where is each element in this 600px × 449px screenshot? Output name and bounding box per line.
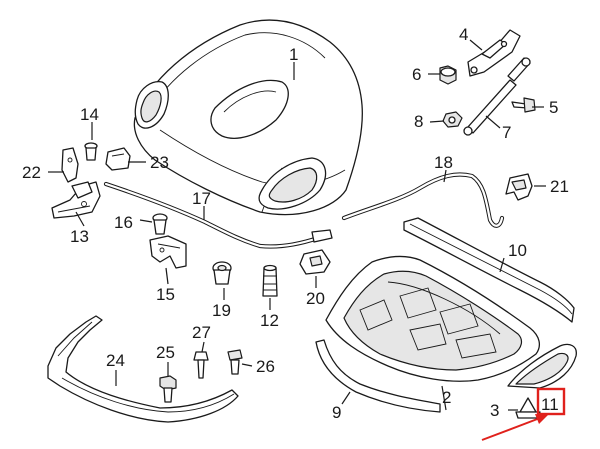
highlight-box xyxy=(536,387,566,416)
callout-9: 9 xyxy=(332,403,341,422)
highlight-arrowhead xyxy=(535,414,548,424)
callout-21: 21 xyxy=(550,177,569,196)
hood-gas-strut[interactable] xyxy=(463,57,531,136)
callout-6: 6 xyxy=(412,65,421,84)
grommet-19[interactable] xyxy=(212,261,232,285)
highlight-arrow xyxy=(481,417,541,441)
seal-strip-9[interactable] xyxy=(315,339,441,413)
callout-23: 23 xyxy=(150,153,169,172)
callout-27: 27 xyxy=(192,323,211,342)
bracket-21[interactable] xyxy=(505,173,533,201)
callout-1: 1 xyxy=(289,45,298,64)
callout-5: 5 xyxy=(549,98,558,117)
callout-labels: 1 2 3 4 5 6 7 8 9 10 11 12 13 14 15 16 1… xyxy=(22,25,569,422)
cable-18[interactable] xyxy=(341,172,505,228)
buffer-12[interactable] xyxy=(262,264,278,297)
callout-26: 26 xyxy=(256,357,275,376)
clip-20[interactable] xyxy=(299,249,331,275)
callout-16: 16 xyxy=(114,213,133,232)
screw-26[interactable] xyxy=(227,349,243,375)
highlight-callout-11 xyxy=(481,387,566,441)
hood-hinge[interactable] xyxy=(467,29,521,77)
strut-nut[interactable] xyxy=(442,111,463,128)
callout-24: 24 xyxy=(106,351,125,370)
bolt-25[interactable] xyxy=(159,375,177,403)
pin-16[interactable] xyxy=(152,213,168,235)
callout-25: 25 xyxy=(156,343,175,362)
callout-17: 17 xyxy=(192,189,211,208)
hinge-bolt[interactable] xyxy=(439,65,457,85)
leader-lines xyxy=(48,39,546,411)
callout-7: 7 xyxy=(502,123,511,142)
hood-latch[interactable] xyxy=(51,181,101,219)
callout-2: 2 xyxy=(442,388,451,407)
callout-13: 13 xyxy=(70,227,89,246)
release-cable[interactable] xyxy=(103,181,333,249)
side-panel-11[interactable] xyxy=(507,343,577,389)
hood-panel[interactable] xyxy=(133,19,363,216)
weatherstrip-10[interactable] xyxy=(403,217,575,323)
callout-22: 22 xyxy=(22,163,41,182)
screw-14[interactable] xyxy=(84,142,98,161)
callout-3: 3 xyxy=(490,401,499,420)
callout-11: 11 xyxy=(541,395,559,414)
clip-27[interactable] xyxy=(193,351,209,379)
callout-14: 14 xyxy=(80,105,99,124)
bracket-15[interactable] xyxy=(149,235,187,269)
hood-insulation[interactable] xyxy=(325,255,541,382)
callout-20: 20 xyxy=(306,289,325,308)
callout-12: 12 xyxy=(260,311,279,330)
callout-10: 10 xyxy=(508,241,527,260)
callout-18: 18 xyxy=(434,153,453,172)
bumper-23[interactable] xyxy=(105,147,131,171)
callout-15: 15 xyxy=(156,285,175,304)
clip-22[interactable] xyxy=(61,147,79,183)
callout-8: 8 xyxy=(414,112,423,131)
strut-bolt[interactable] xyxy=(511,97,536,113)
callout-19: 19 xyxy=(212,301,231,320)
callout-4: 4 xyxy=(459,25,468,44)
front-panel-24[interactable] xyxy=(47,315,239,423)
